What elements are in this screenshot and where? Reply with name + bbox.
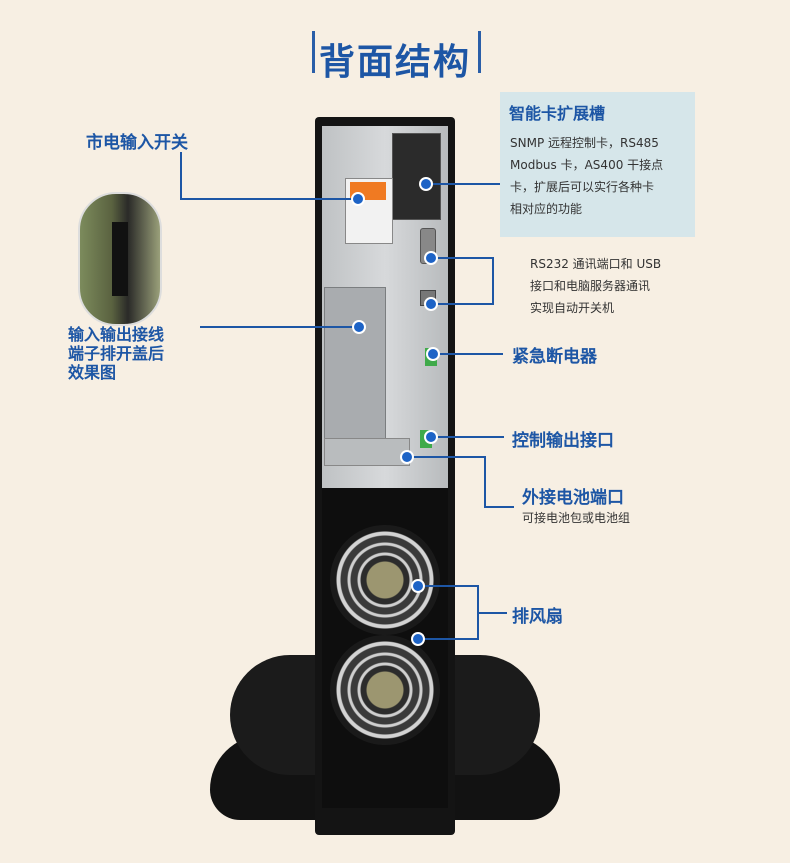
label-control-output: 控制输出接口 [512, 431, 614, 451]
callout-dot [411, 632, 425, 646]
leader-line [484, 506, 514, 508]
card-slot-line: 卡，扩展后可以实行各种卡 [510, 180, 655, 194]
terminal-block [112, 222, 128, 296]
rs232-usb-line: 实现自动开关机 [530, 301, 615, 315]
terminal-cover [324, 287, 386, 439]
title-area: 背面结构 [0, 25, 790, 85]
page-title: 背面结构 [318, 41, 471, 83]
battery-port-desc: 可接电池包或电池组 [522, 511, 631, 525]
card-slot-line: 相对应的功能 [510, 202, 583, 216]
rs232-usb-line: RS232 通讯端口和 USB [530, 257, 662, 271]
leader-line [433, 353, 503, 355]
stand-left [230, 655, 325, 775]
callout-dot [424, 251, 438, 265]
leader-line [432, 303, 492, 305]
leader-line [180, 198, 352, 200]
leader-line [428, 183, 500, 185]
label-terminal-line: 输入输出接线 [68, 325, 165, 344]
card-slot-note-box [500, 92, 695, 237]
leader-line [408, 456, 484, 458]
fan-icon [330, 525, 440, 635]
leader-line [477, 612, 507, 614]
title-left-bar [312, 31, 315, 73]
callout-dot [400, 450, 414, 464]
leader-line [180, 152, 182, 198]
title-right-bar [478, 31, 481, 73]
label-fans: 排风扇 [512, 607, 563, 627]
label-terminal-line: 效果图 [68, 363, 117, 382]
label-mains-switch: 市电输入开关 [86, 133, 188, 153]
leader-line [432, 436, 504, 438]
card-slot-line: SNMP 远程控制卡，RS485 [510, 136, 659, 150]
label-terminal: 输入输出接线 端子排开盖后 效果图 [68, 325, 164, 382]
rs232-usb-line: 接口和电脑服务器通讯 [530, 279, 651, 293]
card-slot-title: 智能卡扩展槽 [509, 104, 606, 123]
label-battery-port: 外接电池端口 [522, 488, 624, 508]
callout-dot [424, 297, 438, 311]
callout-dot [411, 579, 425, 593]
leader-line [419, 585, 477, 587]
leader-line [432, 257, 492, 259]
card-slot-line: Modbus 卡，AS400 干接点 [510, 158, 664, 172]
callout-dot [424, 430, 438, 444]
label-terminal-line: 端子排开盖后 [68, 344, 165, 363]
callout-dot [419, 177, 433, 191]
leader-line [484, 456, 486, 508]
label-epo: 紧急断电器 [512, 347, 597, 367]
battery-port-cover [324, 438, 410, 466]
rs232-usb-desc: RS232 通讯端口和 USB 接口和电脑服务器通讯 实现自动开关机 [530, 253, 661, 319]
terminal-inset-photo [78, 192, 162, 326]
stand-right [445, 655, 540, 775]
leader-line [200, 326, 355, 328]
callout-dot [351, 192, 365, 206]
callout-dot [426, 347, 440, 361]
callout-dot [352, 320, 366, 334]
leader-line [492, 257, 494, 305]
leader-line [419, 638, 477, 640]
card-slot-desc: SNMP 远程控制卡，RS485 Modbus 卡，AS400 干接点 卡，扩展… [510, 132, 690, 220]
fan-icon [330, 635, 440, 745]
smart-card-slot [392, 133, 441, 220]
